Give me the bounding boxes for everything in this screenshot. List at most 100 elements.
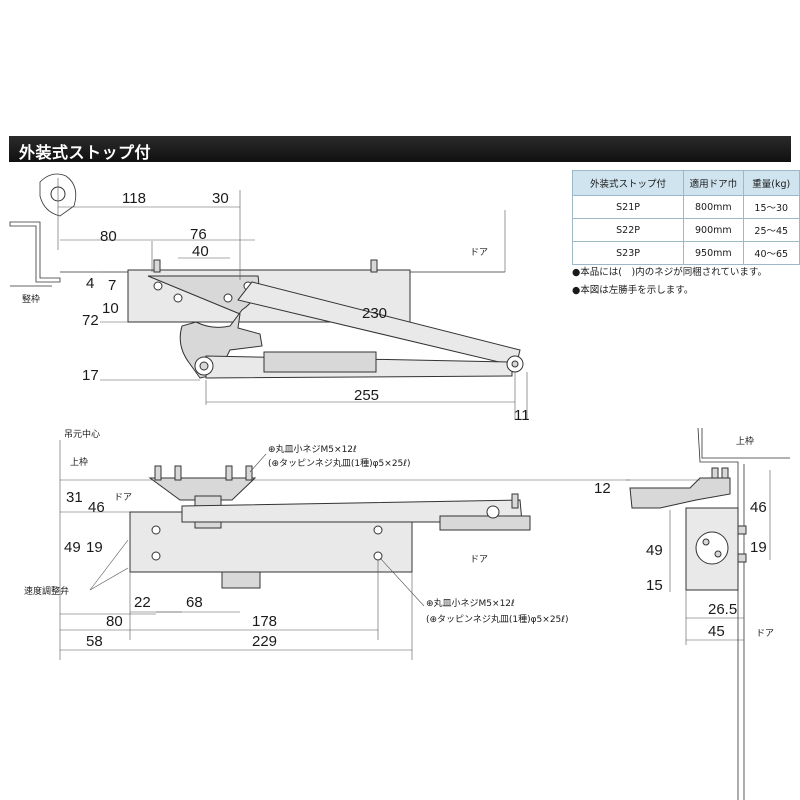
- dim-46-side: 46: [750, 499, 767, 516]
- side-door-label: ドア: [756, 629, 774, 639]
- screw: [154, 465, 162, 481]
- dim-255: 255: [354, 387, 379, 404]
- screw: [511, 493, 519, 509]
- screw-hole: [173, 293, 183, 303]
- door-label-front: ドア: [114, 493, 132, 503]
- section-title: 外装式ストップ付: [19, 143, 152, 162]
- dim-31: 31: [66, 489, 83, 506]
- screw-hole: [153, 281, 163, 291]
- col-door-width: 適用ドア巾: [683, 170, 744, 196]
- dim-30: 30: [212, 190, 229, 207]
- side-pinion-hole: [702, 538, 710, 546]
- arm-rod: [263, 351, 377, 373]
- table-row: S22P 900mm 25～45: [571, 218, 800, 242]
- spec-table: 外装式ストップ付 適用ドア巾 重量(kg) S21P 800mm 15～30 S…: [571, 170, 800, 265]
- dim-40: 40: [192, 243, 209, 260]
- side-top-frame: [701, 428, 790, 459]
- side-screw: [737, 525, 747, 535]
- top-view: 118 30 80 76 40 4 7 10 72 17 230 255 11 …: [9, 173, 530, 424]
- dim-4: 4: [86, 275, 94, 292]
- frame-label: 竪枠: [22, 293, 40, 305]
- dim-46: 46: [88, 499, 105, 516]
- dim-230: 230: [362, 305, 387, 322]
- screw: [245, 465, 253, 481]
- screw-note-bottom-2: (⊕タッピンネジ丸皿(1種)φ5×25ℓ): [426, 613, 569, 625]
- body-screw: [151, 551, 161, 561]
- side-bracket: [629, 477, 731, 509]
- note-left-hand: ●本図は左勝手を示します。: [572, 285, 694, 296]
- door-label: ドア: [470, 248, 488, 258]
- speed-valve-body: [221, 571, 261, 589]
- screw: [153, 259, 161, 273]
- col-weight: 重量(kg): [742, 170, 800, 196]
- dim-49: 49: [64, 539, 81, 556]
- col-model: 外装式ストップ付: [571, 170, 685, 196]
- dim-118: 118: [122, 190, 146, 207]
- screw-hole: [223, 293, 233, 303]
- pinion-center: [199, 361, 209, 371]
- dim-76: 76: [190, 226, 207, 243]
- side-top-frame-label: 上枠: [736, 435, 754, 447]
- door-label-front-2: ドア: [470, 555, 488, 565]
- screw-note-top-2: (⊕タッピンネジ丸皿(1種)φ5×25ℓ): [268, 457, 411, 469]
- cell-model: S22P: [571, 218, 685, 242]
- dim-58: 58: [86, 633, 103, 650]
- dim-49-side: 49: [646, 542, 663, 559]
- top-dimensions: 118 30 80 76 40 4 7 10 72 17 230 255 11: [58, 190, 530, 424]
- arm-joint-front: [486, 505, 500, 519]
- dim-26-5: 26.5: [708, 601, 737, 618]
- dim-45: 45: [708, 623, 725, 640]
- dim-11: 11: [514, 407, 530, 424]
- cell-door: 900mm: [683, 218, 744, 242]
- top-frame-label: 上枠: [70, 456, 88, 468]
- screw-note-top-1: ⊕丸皿小ネジM5×12ℓ: [268, 443, 357, 455]
- dim-72: 72: [82, 312, 99, 329]
- dim-17: 17: [82, 367, 99, 384]
- side-screw: [721, 467, 729, 479]
- cell-weight: 40～65: [742, 241, 800, 265]
- front-bracket: [148, 477, 257, 501]
- hinge-center-label: 吊元中心: [64, 428, 100, 440]
- dim-12: 12: [594, 480, 611, 497]
- screw: [225, 465, 233, 481]
- frame-profile: [9, 221, 61, 283]
- cell-weight: 15～30: [742, 195, 800, 219]
- table-header-row: 外装式ストップ付 適用ドア巾 重量(kg): [571, 170, 800, 196]
- dim-178: 178: [252, 613, 277, 630]
- dim-15: 15: [646, 577, 663, 594]
- side-pinion: [695, 531, 729, 565]
- side-frame-profile: [697, 427, 739, 800]
- screw-leader-bottom: [379, 557, 425, 607]
- section-header: 外装式ストップ付: [9, 136, 791, 162]
- screw-note-bottom-1: ⊕丸皿小ネジM5×12ℓ: [426, 597, 515, 609]
- note-included-screws: ●本品には( )内のネジが同梱されています。: [572, 267, 767, 278]
- body-screw: [373, 525, 383, 535]
- table-row: S23P 950mm 40～65: [571, 241, 800, 265]
- side-screw: [737, 553, 747, 563]
- dim-229: 229: [252, 633, 277, 650]
- cell-door: 950mm: [683, 241, 744, 265]
- dim-19: 19: [86, 539, 103, 556]
- side-screw: [711, 467, 719, 479]
- hinge-bracket: [39, 173, 77, 217]
- dim-10: 10: [102, 300, 119, 317]
- screw: [174, 465, 182, 481]
- front-view: 31 46 49 19 80 22 68 178 58 229 吊元中心 上枠 …: [24, 428, 630, 660]
- dim-22: 22: [134, 594, 151, 611]
- dim-80: 80: [100, 228, 117, 245]
- side-view: 12 46 49 19 15 26.5 45 上枠 ドア: [594, 427, 790, 800]
- speed-valve-leader: [89, 539, 129, 591]
- dim-19-side: 19: [750, 539, 767, 556]
- speed-valve-label: 速度調整弁: [24, 585, 69, 597]
- screw: [370, 259, 378, 273]
- screw-leader-top: [249, 453, 267, 473]
- cell-door: 800mm: [683, 195, 744, 219]
- arm-elbow: [439, 515, 531, 531]
- dim-7: 7: [108, 277, 116, 294]
- dim-80-front: 80: [106, 613, 123, 630]
- cell-model: S23P: [571, 241, 685, 265]
- side-pinion-hole: [714, 550, 722, 558]
- cell-weight: 25～45: [742, 218, 800, 242]
- side-dimensions: 12 46 49 19 15 26.5 45: [594, 470, 771, 645]
